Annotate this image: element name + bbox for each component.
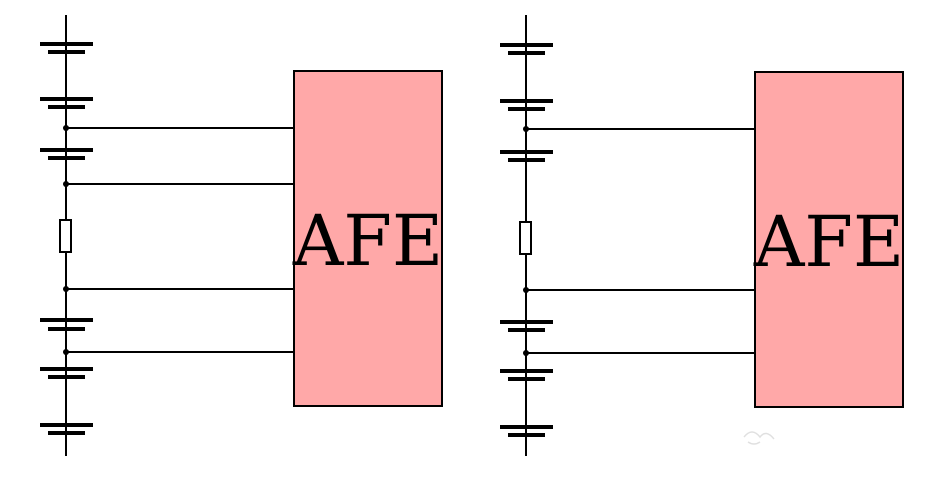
right-battery-cell-6 xyxy=(500,425,553,437)
right-battery-cell-3 xyxy=(500,150,553,162)
left-battery-cell-2 xyxy=(40,97,93,109)
left-afe-block xyxy=(293,70,443,407)
left-battery-cell-6 xyxy=(40,423,93,435)
left-battery-cell-4 xyxy=(40,318,93,331)
right-afe-block xyxy=(754,71,904,408)
right-junction-1 xyxy=(523,126,529,132)
left-junction-3 xyxy=(63,286,69,292)
left-battery-cell-3 xyxy=(40,148,93,160)
left-junction-4 xyxy=(63,349,69,355)
right-resistor xyxy=(519,221,532,255)
right-junction-2 xyxy=(523,287,529,293)
left-circuit xyxy=(40,15,443,456)
left-battery-cell-1 xyxy=(40,42,93,54)
left-afe-label: AFE xyxy=(292,200,443,282)
right-battery-cell-1 xyxy=(500,43,553,55)
right-afe-label: AFE xyxy=(753,201,904,283)
right-junction-3 xyxy=(523,350,529,356)
watermark-icon xyxy=(743,431,775,445)
left-resistor xyxy=(59,219,72,253)
right-circuit xyxy=(500,15,904,456)
left-battery-cell-5 xyxy=(40,367,93,379)
right-battery-cell-4 xyxy=(500,320,553,332)
left-junction-1 xyxy=(63,125,69,131)
right-battery-cell-5 xyxy=(500,369,553,381)
right-battery-cell-2 xyxy=(500,99,553,111)
left-junction-2 xyxy=(63,181,69,187)
